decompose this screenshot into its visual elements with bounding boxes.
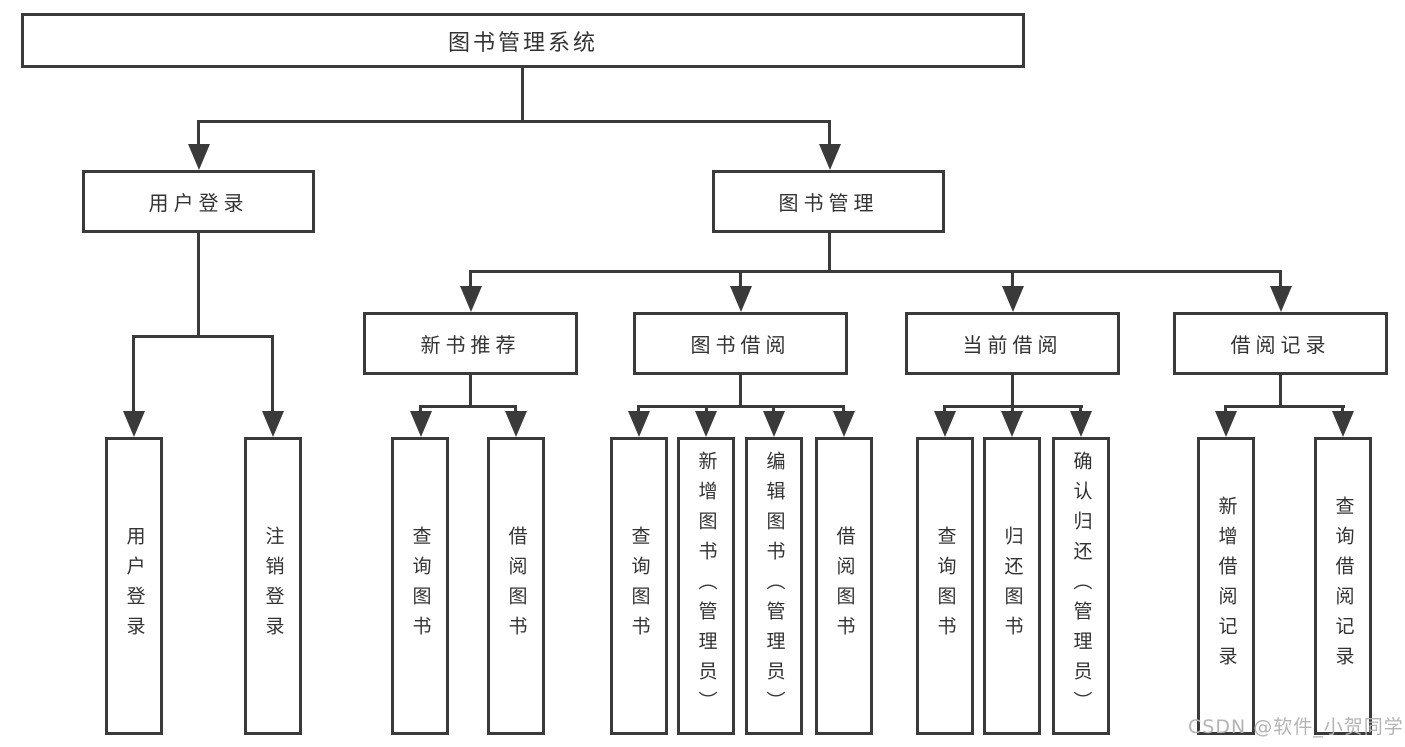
node-label: 归还图书 xyxy=(1001,526,1024,646)
node-label: 图书管理系统 xyxy=(447,30,598,56)
leaf-return-book: 归还图书 xyxy=(983,437,1041,735)
arrow-down-icon xyxy=(1070,411,1092,437)
arrow-down-icon xyxy=(505,411,527,437)
leaf-query-books-current: 查询图书 xyxy=(916,437,974,735)
connector-vline xyxy=(1011,375,1014,408)
node-label: 新增图书（管理员） xyxy=(695,451,718,721)
leaf-query-books-borrow: 查询图书 xyxy=(610,437,668,735)
node-label: 确认归还（管理员） xyxy=(1070,451,1093,721)
connector-vline xyxy=(637,405,640,415)
node-label: 注销登录 xyxy=(262,526,285,646)
node-new-book-recommend: 新书推荐 xyxy=(363,312,578,375)
connector-vline xyxy=(1279,270,1282,288)
connector-vline xyxy=(1279,375,1282,408)
connector-vline xyxy=(419,405,422,415)
connector-vline xyxy=(1224,405,1227,415)
arrow-down-icon xyxy=(1215,411,1237,437)
node-book-management: 图书管理 xyxy=(712,170,945,233)
node-label: 新增借阅记录 xyxy=(1215,496,1238,676)
node-root: 图书管理系统 xyxy=(21,13,1025,68)
arrow-down-icon xyxy=(1332,411,1354,437)
connector-hline xyxy=(419,405,517,408)
node-label: 查询图书 xyxy=(934,526,957,646)
leaf-query-borrow-record: 查询借阅记录 xyxy=(1314,437,1372,735)
leaf-borrow-books: 借阅图书 xyxy=(815,437,873,735)
leaf-user-login: 用户登录 xyxy=(105,437,163,735)
connector-hline xyxy=(132,335,274,338)
leaf-add-book-admin: 新增图书（管理员） xyxy=(677,437,735,735)
connector-vline xyxy=(828,120,831,146)
node-book-borrow: 图书借阅 xyxy=(633,312,848,375)
connector-vline xyxy=(943,405,946,415)
leaf-borrow-books-recommend: 借阅图书 xyxy=(487,437,545,735)
connector-vline xyxy=(739,270,742,288)
arrow-down-icon xyxy=(695,411,717,437)
leaf-query-books-recommend: 查询图书 xyxy=(391,437,449,735)
arrow-down-icon xyxy=(628,411,650,437)
connector-vline xyxy=(469,375,472,408)
connector-vline xyxy=(842,405,845,415)
connector-vline xyxy=(705,405,708,415)
node-label: 借阅记录 xyxy=(1230,333,1331,357)
node-label: 图书借阅 xyxy=(690,333,791,357)
node-label: 图书管理 xyxy=(778,191,879,215)
node-label: 用户登录 xyxy=(123,526,146,646)
arrow-down-icon xyxy=(763,411,785,437)
node-label: 当前借阅 xyxy=(962,333,1063,357)
arrow-down-icon xyxy=(934,411,956,437)
arrow-down-icon xyxy=(1001,411,1023,437)
connector-vline xyxy=(772,405,775,415)
arrow-down-icon xyxy=(262,411,284,437)
node-label: 查询借阅记录 xyxy=(1332,496,1355,676)
leaf-confirm-return-admin: 确认归还（管理员） xyxy=(1052,437,1110,735)
node-label: 用户登录 xyxy=(148,191,249,215)
connector-hline xyxy=(469,270,1282,273)
connector-vline xyxy=(521,68,524,120)
arrow-down-icon xyxy=(730,286,752,312)
connector-vline xyxy=(1011,270,1014,288)
arrow-down-icon xyxy=(1270,286,1292,312)
node-label: 查询图书 xyxy=(409,526,432,646)
connector-vline xyxy=(271,335,274,413)
node-label: 查询图书 xyxy=(628,526,651,646)
arrow-down-icon xyxy=(833,411,855,437)
node-user-login: 用户登录 xyxy=(82,170,315,233)
connector-vline xyxy=(828,233,831,273)
connector-hline xyxy=(1224,405,1345,408)
connector-hline xyxy=(637,405,845,408)
node-label: 借阅图书 xyxy=(833,526,856,646)
node-label: 借阅图书 xyxy=(505,526,528,646)
arrow-down-icon xyxy=(188,144,210,170)
connector-vline xyxy=(1341,405,1344,415)
node-borrow-records: 借阅记录 xyxy=(1173,312,1388,375)
connector-vline xyxy=(197,120,200,146)
leaf-edit-book-admin: 编辑图书（管理员） xyxy=(745,437,803,735)
connector-vline xyxy=(197,233,200,338)
connector-vline xyxy=(469,270,472,288)
node-label: 新书推荐 xyxy=(420,333,521,357)
arrow-down-icon xyxy=(460,286,482,312)
node-label: 编辑图书（管理员） xyxy=(763,451,786,721)
arrow-down-icon xyxy=(819,144,841,170)
connector-vline xyxy=(514,405,517,415)
arrow-down-icon xyxy=(123,411,145,437)
node-current-borrow: 当前借阅 xyxy=(905,312,1120,375)
connector-vline xyxy=(739,375,742,408)
watermark: CSDN @软件_小贺同学 xyxy=(1188,716,1404,738)
connector-vline xyxy=(1011,405,1014,415)
connector-vline xyxy=(132,335,135,413)
arrow-down-icon xyxy=(410,411,432,437)
connector-vline xyxy=(1079,405,1082,415)
leaf-logout: 注销登录 xyxy=(244,437,302,735)
leaf-add-borrow-record: 新增借阅记录 xyxy=(1197,437,1255,735)
arrow-down-icon xyxy=(1002,286,1024,312)
connector-hline xyxy=(197,120,831,123)
